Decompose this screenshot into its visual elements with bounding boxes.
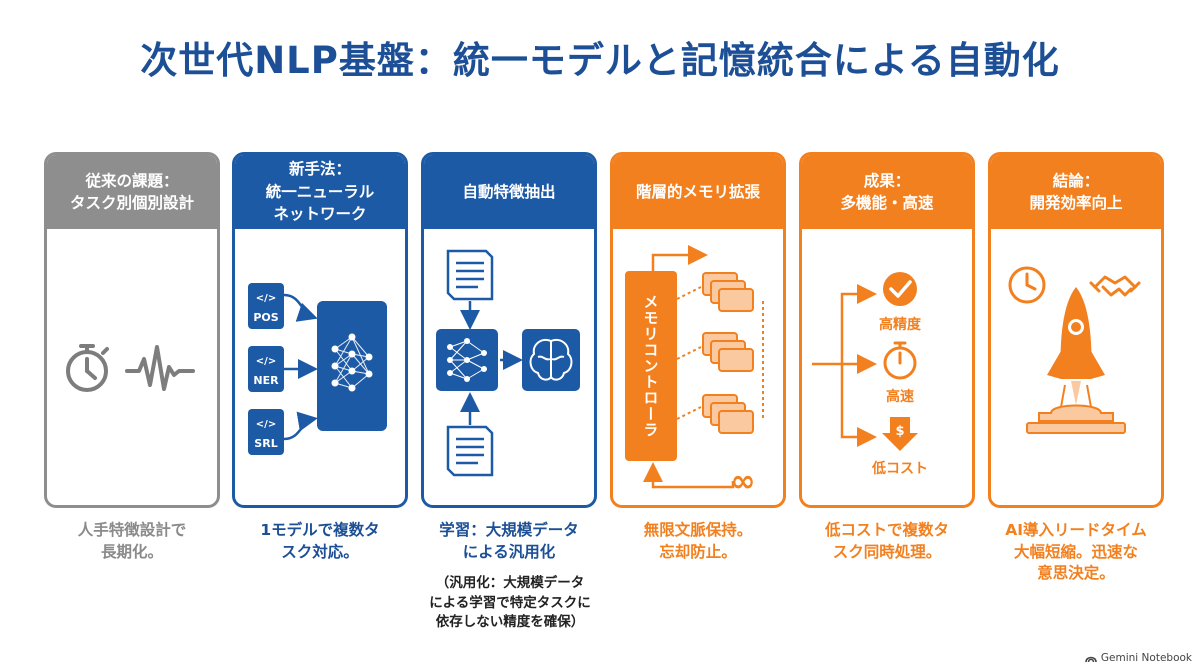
caption-line: AI導入リードタイム (1005, 521, 1147, 539)
memory-stack (702, 272, 754, 434)
card-feature-extraction: 自動特徴抽出 (421, 152, 597, 508)
card-conclusion: 結論： 開発効率向上 (988, 152, 1164, 508)
stopwatch-icon (66, 344, 109, 392)
cost-down-icon: $ (882, 417, 918, 451)
caption-line: 低コストで複数タ (824, 521, 949, 539)
svg-text:</>: </> (256, 293, 276, 304)
note-line: 依存しない精度を確保） (435, 614, 585, 631)
clock-icon (1008, 266, 1046, 304)
task-module-srl: </> SRL (248, 409, 284, 455)
caption-line: 無限文脈保持。 (643, 521, 753, 539)
brain-icon (522, 329, 580, 391)
document-scroll-icon (446, 249, 494, 301)
handshake-icon (1089, 275, 1141, 297)
card-results: 成果： 多機能・高速 高精度 高速 $ (799, 152, 975, 508)
card-title-line: 階層的メモリ拡張 (635, 182, 760, 201)
caption-line: 人手特徴設計で (77, 521, 187, 539)
card-caption: 1モデルで複数タ スク対応。 (232, 520, 408, 563)
svg-text:</>: </> (256, 356, 276, 367)
outcome-label-cost: 低コスト (871, 460, 928, 477)
task-module-pos: </> POS (248, 283, 284, 329)
card-unified-network: 新手法： 統一ニューラルネットワーク </> POS </> NER </> SR… (232, 152, 408, 508)
document-scroll-icon (446, 425, 494, 477)
card-header: 新手法： 統一ニューラルネットワーク (235, 155, 405, 229)
caption-line: 大幅短縮。迅速な (1013, 542, 1138, 561)
generalization-note: （汎用化：大規模データ による学習で特定タスクに 依存しない精度を確保） (405, 574, 615, 633)
task-label-ner: NER (253, 374, 279, 387)
rocket-icon (1026, 287, 1126, 434)
caption-line: 学習：大規模データ (439, 521, 579, 539)
card-title-line: 結論： (1052, 171, 1100, 190)
memory-controller-label: メモリコントローラ (641, 294, 660, 438)
caption-line: による汎用化 (462, 542, 556, 561)
caption-line: 1モデルで複数タ (260, 521, 380, 539)
card-title-line: 従来の課題： (85, 171, 179, 190)
card-hierarchical-memory: 階層的メモリ拡張 ∞ メモリコントローラ (610, 152, 786, 508)
task-label-srl: SRL (254, 437, 277, 450)
brand-label: Gemini Notebook (1100, 652, 1192, 664)
brand-watermark: Gemini Notebook (1085, 652, 1192, 664)
outcome-label-speed: 高速 (886, 388, 914, 405)
caption-line: 意思決定。 (1037, 564, 1115, 583)
neural-network-icon (317, 301, 387, 431)
note-line: （汎用化：大規模データ (435, 575, 585, 591)
task-label-pos: POS (253, 311, 278, 324)
caption-line: 忘却防止。 (659, 542, 737, 561)
card-title-line: 新手法： (288, 160, 351, 179)
card-title-line: 自動特徴抽出 (462, 182, 556, 201)
svg-text:$: $ (895, 424, 904, 439)
card-title-line: 統一ニューラル (265, 182, 375, 201)
neural-network-icon (436, 329, 498, 391)
card-caption: AI導入リードタイム 大幅短縮。迅速な 意思決定。 (988, 520, 1164, 585)
stopwatch-icon (883, 341, 917, 380)
outcome-label-accuracy: 高精度 (879, 316, 922, 333)
card-title-line: タスク別個別設計 (69, 194, 194, 212)
card-header: 結論： 開発効率向上 (991, 155, 1161, 229)
card-traditional-problem: 従来の課題： タスク別個別設計 (44, 152, 220, 508)
card-title-line: 多機能・高速 (840, 194, 934, 212)
card-header: 従来の課題： タスク別個別設計 (47, 155, 217, 229)
card-caption: 無限文脈保持。 忘却防止。 (610, 520, 786, 563)
note-line: による学習で特定タスクに (429, 594, 591, 611)
card-header: 自動特徴抽出 (424, 155, 594, 229)
svg-text:</>: </> (256, 419, 276, 430)
notebook-logo-icon (1085, 656, 1097, 663)
caption-line: スク同時処理。 (832, 542, 942, 561)
caption-line: 長期化。 (100, 542, 163, 561)
checkmark-icon (883, 272, 917, 306)
memory-controller-box (625, 271, 677, 461)
caption-line: スク対応。 (281, 542, 359, 561)
task-module-ner: </> NER (248, 346, 284, 392)
card-header: 階層的メモリ拡張 (613, 155, 783, 229)
card-caption: 人手特徴設計で 長期化。 (44, 520, 220, 563)
card-header: 成果： 多機能・高速 (802, 155, 972, 229)
page-title: 次世代NLP基盤：統一モデルと記憶統合による自動化 (140, 39, 1060, 82)
card-title-line: 成果： (863, 171, 911, 190)
card-title-line: 開発効率向上 (1029, 194, 1123, 212)
card-caption: 低コストで複数タ スク同時処理。 (799, 520, 975, 563)
waveform-icon (125, 345, 195, 391)
card-caption: 学習：大規模データ による汎用化 (421, 520, 597, 563)
card-title-line: ネットワーク (273, 205, 367, 224)
infinity-icon: ∞ (731, 464, 756, 499)
